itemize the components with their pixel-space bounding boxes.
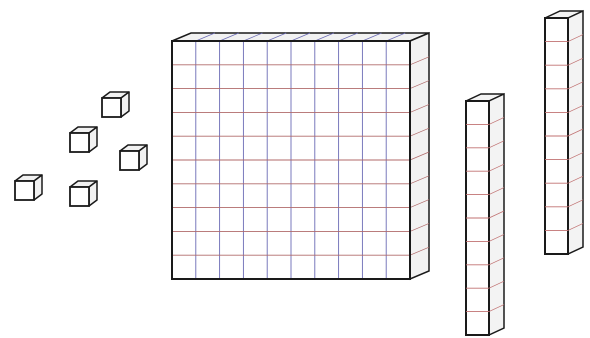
- cube-front-face: [102, 98, 121, 117]
- unit-cube: [120, 145, 147, 170]
- hundred-flat: [172, 33, 429, 279]
- unit-cube: [15, 175, 42, 200]
- unit-cube: [102, 92, 129, 117]
- unit-cube: [70, 127, 97, 152]
- ten-rod: [466, 94, 504, 335]
- cube-front-face: [15, 181, 34, 200]
- unit-cubes: [15, 92, 147, 206]
- ten-rods: [466, 11, 583, 335]
- ten-rod: [545, 11, 583, 254]
- cube-front-face: [70, 187, 89, 206]
- cube-front-face: [70, 133, 89, 152]
- unit-cube: [70, 181, 97, 206]
- cube-front-face: [120, 151, 139, 170]
